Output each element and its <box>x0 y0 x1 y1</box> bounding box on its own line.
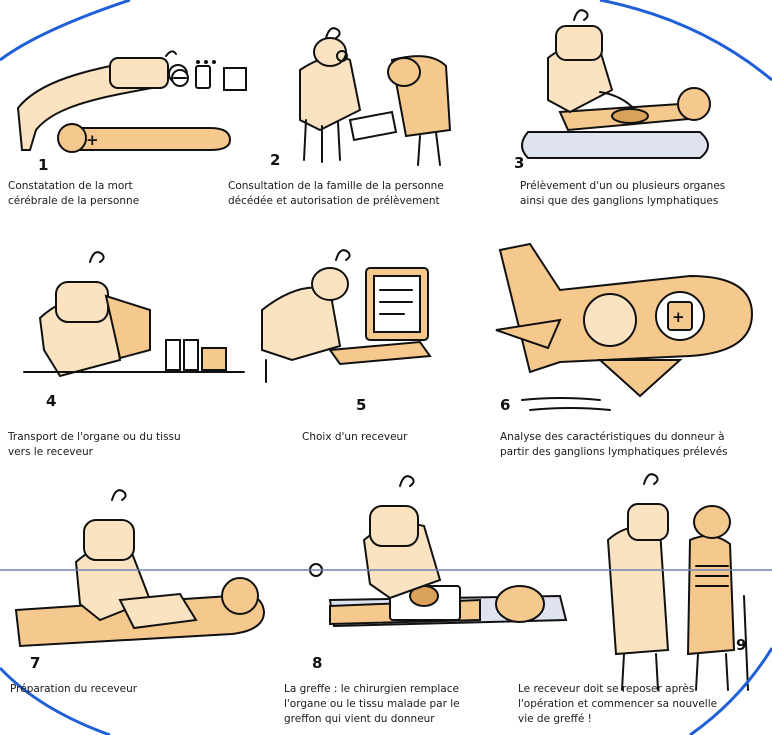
panel-9-drawing: 9 <box>608 474 748 690</box>
caption-line: Le receveur doit se reposer après <box>518 682 717 697</box>
step-number-1: 1 <box>38 156 48 174</box>
caption-line: l'organe ou le tissu malade par le <box>284 697 460 712</box>
panel-2-drawing: 2 <box>270 28 450 169</box>
caption-step-9: Le receveur doit se reposer après l'opér… <box>518 682 717 727</box>
caption-line: Analyse des caractéristiques du donneur … <box>500 430 728 445</box>
step-number-3: 3 <box>514 154 524 172</box>
caption-line: vie de greffé ! <box>518 712 717 727</box>
outline-arc-top-right <box>600 0 772 80</box>
caption-step-8: La greffe : le chirurgien remplace l'org… <box>284 682 460 727</box>
caption-line: greffon qui vient du donneur <box>284 712 460 727</box>
step-number-7: 7 <box>30 654 40 672</box>
caption-line: décédée et autorisation de prélèvement <box>228 194 444 209</box>
step-number-2: 2 <box>270 151 280 169</box>
caption-step-6: Analyse des caractéristiques du donneur … <box>500 430 728 460</box>
step-number-9: 9 <box>736 636 746 654</box>
caption-line: partir des ganglions lymphatiques prélev… <box>500 445 728 460</box>
panel-3-drawing: 3 <box>514 10 710 172</box>
caption-line: Préparation du receveur <box>10 682 137 697</box>
caption-line: Transport de l'organe ou du tissu <box>8 430 181 445</box>
caption-step-2: Consultation de la famille de la personn… <box>228 179 444 209</box>
caption-line: La greffe : le chirurgien remplace <box>284 682 460 697</box>
caption-step-5: Choix d'un receveur <box>302 430 408 445</box>
panel-4-drawing: 4 <box>24 252 244 410</box>
svg-text:+: + <box>86 131 99 149</box>
step-number-8: 8 <box>312 654 322 672</box>
panel-5-drawing: 5 <box>262 250 430 414</box>
caption-line: ainsi que des ganglions lymphatiques <box>520 194 725 209</box>
caption-step-7: Préparation du receveur <box>10 682 137 697</box>
caption-line: Choix d'un receveur <box>302 430 408 445</box>
step-number-4: 4 <box>46 392 56 410</box>
caption-line: Prélèvement d'un ou plusieurs organes <box>520 179 725 194</box>
step-number-5: 5 <box>356 396 366 414</box>
outline-arc-top-left <box>0 0 130 60</box>
caption-step-4: Transport de l'organe ou du tissu vers l… <box>8 430 181 460</box>
panel-8-drawing: 8 <box>310 476 566 672</box>
panel-6-drawing: + 6 <box>496 244 752 414</box>
caption-line: Consultation de la famille de la personn… <box>228 179 444 194</box>
panel-1-drawing: + 1 <box>18 51 246 174</box>
svg-text:+: + <box>672 308 685 326</box>
caption-step-1: Constatation de la mort cérébrale de la … <box>8 179 139 209</box>
caption-step-3: Prélèvement d'un ou plusieurs organes ai… <box>520 179 725 209</box>
step-number-6: 6 <box>500 396 510 414</box>
caption-line: Constatation de la mort <box>8 179 139 194</box>
panel-7-drawing: 7 <box>16 490 264 672</box>
caption-line: vers le receveur <box>8 445 181 460</box>
outline-arc-bottom-left <box>0 668 110 735</box>
caption-line: cérébrale de la personne <box>8 194 139 209</box>
caption-line: l'opération et commencer sa nouvelle <box>518 697 717 712</box>
